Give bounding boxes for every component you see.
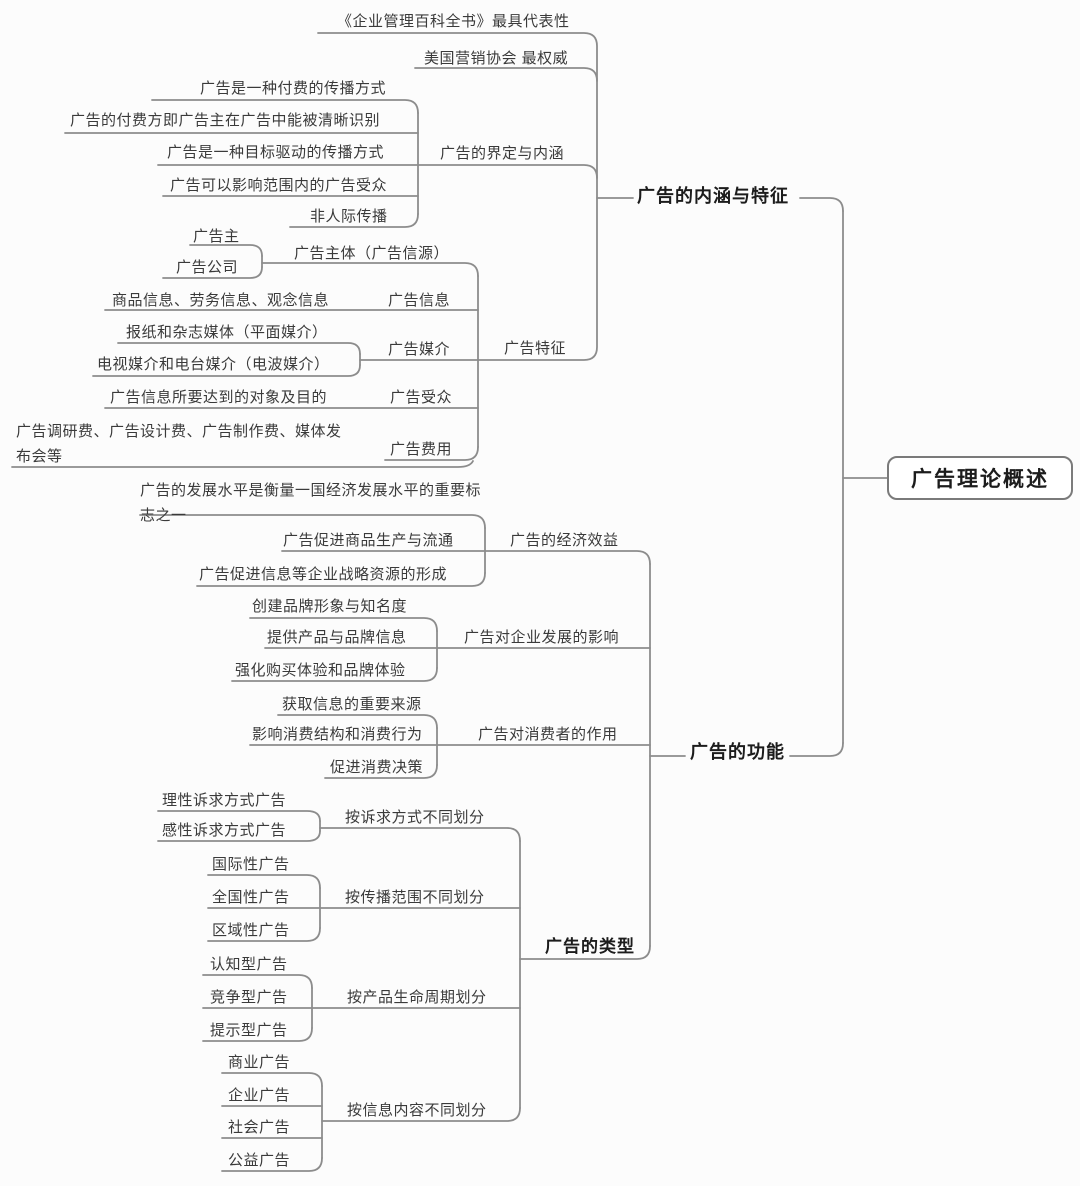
node-promote-info-resources: 广告促进信息等企业战略资源的形成 xyxy=(199,566,448,583)
node-by-content: 按信息内容不同划分 xyxy=(347,1102,487,1119)
node-cognitive-ad: 认知型广告 xyxy=(210,956,288,973)
node-payer-identifiable: 广告的付费方即广告主在广告中能被清晰识别 xyxy=(70,112,381,129)
node-encyclopedia: 《企业管理百科全书》最具代表性 xyxy=(337,13,570,30)
node-purchase-decision: 促进消费决策 xyxy=(330,759,424,776)
node-ama: 美国营销协会 最权威 xyxy=(424,50,569,67)
node-by-appeal: 按诉求方式不同划分 xyxy=(345,809,485,826)
node-emotional-appeal: 感性诉求方式广告 xyxy=(162,822,287,839)
node-audience-target: 广告信息所要达到的对象及目的 xyxy=(110,389,328,406)
node-ad-features: 广告特征 xyxy=(504,340,567,357)
node-product-brand-info: 提供产品与品牌信息 xyxy=(267,629,407,646)
node-ad-media: 广告媒介 xyxy=(388,341,451,358)
branch-functions: 广告的功能 xyxy=(690,742,785,762)
node-regional-ad: 区域性广告 xyxy=(212,922,290,939)
node-brand-image: 创建品牌形象与知名度 xyxy=(252,598,408,615)
node-info-source: 获取信息的重要来源 xyxy=(282,696,422,713)
node-ad-info: 广告信息 xyxy=(388,292,451,309)
node-psa-ad: 公益广告 xyxy=(228,1152,291,1169)
node-development-level: 广告的发展水平是衡量一国经济发展水平的重要标志之一 xyxy=(140,482,482,524)
node-advertiser: 广告主 xyxy=(193,228,240,245)
node-broadcast-media: 电视媒介和电台媒介（电波媒介） xyxy=(97,356,330,373)
node-by-lifecycle: 按产品生命周期划分 xyxy=(347,989,487,1006)
node-economic-benefit: 广告的经济效益 xyxy=(510,532,619,549)
node-ad-audience: 广告受众 xyxy=(390,389,453,406)
node-social-ad: 社会广告 xyxy=(228,1119,291,1136)
node-ad-cost: 广告费用 xyxy=(390,441,453,458)
node-influence-audience: 广告可以影响范围内的广告受众 xyxy=(170,177,388,194)
node-competitive-ad: 竞争型广告 xyxy=(210,989,288,1006)
node-promote-production: 广告促进商品生产与流通 xyxy=(283,532,454,549)
node-paid-communication: 广告是一种付费的传播方式 xyxy=(200,80,387,97)
node-consumption-behavior: 影响消费结构和消费行为 xyxy=(252,726,423,743)
node-international-ad: 国际性广告 xyxy=(212,856,290,873)
node-ad-agency: 广告公司 xyxy=(176,259,239,276)
node-ad-subject: 广告主体（广告信源） xyxy=(294,245,450,262)
node-reminder-ad: 提示型广告 xyxy=(210,1022,288,1039)
node-root: 广告理论概述 xyxy=(887,456,1073,500)
node-non-personal: 非人际传播 xyxy=(310,208,388,225)
node-by-scope: 按传播范围不同划分 xyxy=(345,889,485,906)
node-enterprise-impact: 广告对企业发展的影响 xyxy=(464,629,620,646)
node-purchase-experience: 强化购买体验和品牌体验 xyxy=(235,662,406,679)
node-info-types: 商品信息、劳务信息、观念信息 xyxy=(112,292,330,309)
node-goal-driven: 广告是一种目标驱动的传播方式 xyxy=(167,144,385,161)
node-consumer-effect: 广告对消费者的作用 xyxy=(478,726,618,743)
branch-connotation-features: 广告的内涵与特征 xyxy=(637,186,789,206)
node-rational-appeal: 理性诉求方式广告 xyxy=(162,792,287,809)
node-cost-items: 广告调研费、广告设计费、广告制作费、媒体发布会等 xyxy=(16,423,342,465)
node-ad-types: 广告的类型 xyxy=(545,937,635,956)
node-corporate-ad: 企业广告 xyxy=(228,1087,291,1104)
node-national-ad: 全国性广告 xyxy=(212,889,290,906)
node-commercial-ad: 商业广告 xyxy=(228,1054,291,1071)
node-print-media: 报纸和杂志媒体（平面媒介） xyxy=(126,324,328,341)
node-definition: 广告的界定与内涵 xyxy=(440,145,565,162)
